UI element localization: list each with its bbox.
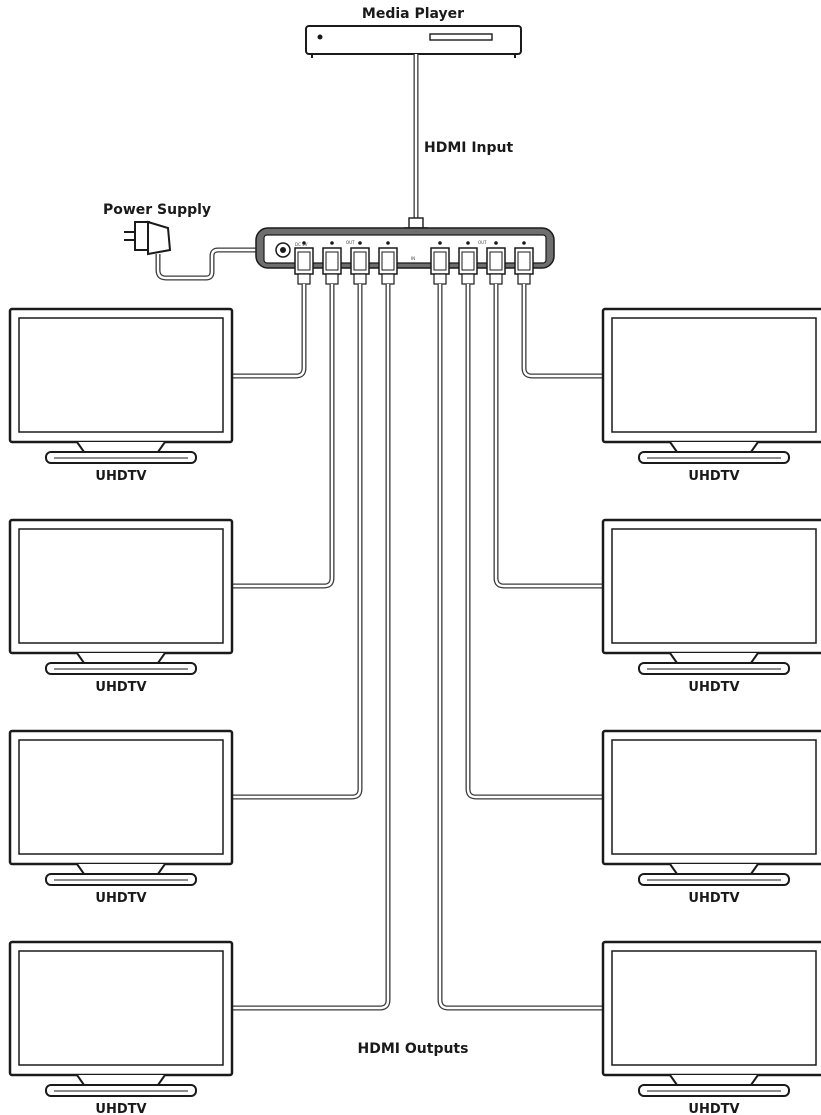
tv-label: UHDTV [688,469,739,484]
tv-label: UHDTV [95,680,146,695]
hdmi-output-cable-2 [232,284,335,589]
output-port-2 [322,241,342,285]
output-port-8 [514,241,534,285]
hdmi-input-label: HDMI Input [424,140,514,156]
tv-label: UHDTV [688,680,739,695]
hdmi-output-cables [232,284,604,1011]
hdmi-output-cable-3 [232,284,363,800]
hdmi-outputs-label: HDMI Outputs [358,1041,469,1057]
tv-label: UHDTV [95,891,146,906]
tv-icon: UHDTV [601,307,821,484]
output-port-7 [486,241,506,285]
media-player-icon [305,25,522,58]
tv-label: UHDTV [688,891,739,906]
power-adapter-icon [124,220,268,281]
hdmi-output-cable-6 [465,284,604,800]
tv-icon: UHDTV [8,729,234,906]
output-port-6 [458,241,478,285]
tv-label: UHDTV [95,1102,146,1115]
hdmi-output-cable-5 [437,284,604,1011]
svg-text:OUT: OUT [478,240,487,245]
tv-icon: UHDTV [8,307,234,484]
tv-label: UHDTV [688,1102,739,1115]
tv-group: UHDTV UHDTV UHDTV UHDTV UHDTV UHDTV UHDTV UHDTV [8,307,821,1115]
tv-icon: UHDTV [8,518,234,695]
hdmi-output-cable-7 [493,284,604,589]
tv-icon: UHDTV [601,518,821,695]
svg-text:OUT: OUT [346,240,355,245]
tv-icon: UHDTV [601,729,821,906]
hdmi-output-cable-1 [232,284,307,379]
media-player-label: Media Player [362,6,464,22]
power-supply-label: Power Supply [103,202,211,218]
tv-icon: UHDTV [601,940,821,1115]
hdmi-output-cable-4 [232,284,391,1011]
svg-text:IN: IN [411,256,415,261]
tv-label: UHDTV [95,469,146,484]
svg-text:DC 5V: DC 5V [295,242,308,247]
output-port-5 [430,241,450,285]
output-port-1 [294,241,314,285]
output-port-4 [378,241,398,285]
hdmi-output-cable-8 [521,284,604,379]
output-port-3 [350,241,370,285]
tv-icon: UHDTV [8,940,234,1115]
hdmi-splitter-icon: DC 5V ●-○-● IN OUT OUT [255,227,555,285]
